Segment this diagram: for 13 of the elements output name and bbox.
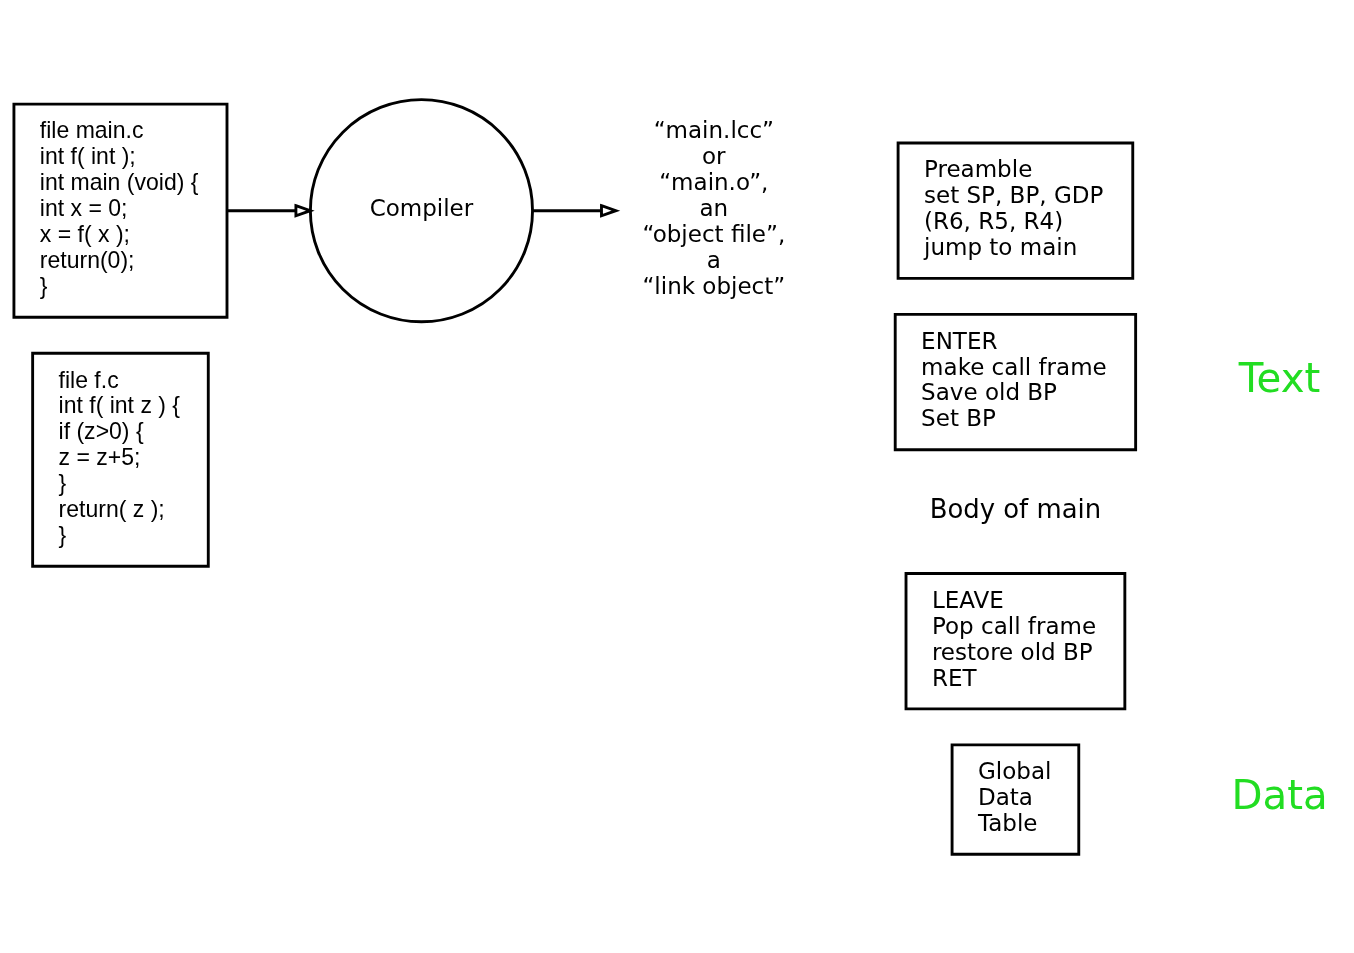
node-box: Global Data Table [950,742,1081,856]
arrow [227,203,315,218]
label: Text [1238,354,1321,402]
node-box: Preamble set SP, BP, GDP (R6, R5, R4) jump to main [896,141,1135,280]
node-circle: Compiler [308,97,534,323]
label: Body of main [929,493,1102,524]
label: Data [1231,771,1328,819]
node-box: LEAVE Pop call frame restore old BP RET [904,571,1127,710]
node-box: file main.c int f( int ); int main (void) { int x = 0; x = f( x ); return(0); } [12,102,229,319]
node-box: ENTER make call frame Save old BP Set BP [893,312,1138,451]
node-box: file f.c int f( int z ) { if (z>0) { z = z+5; } return( z ); } [31,351,210,568]
arrow [532,203,621,218]
node-text: “main.lcc” or “main.o”, an “object file”, a “link object” [642,116,786,299]
